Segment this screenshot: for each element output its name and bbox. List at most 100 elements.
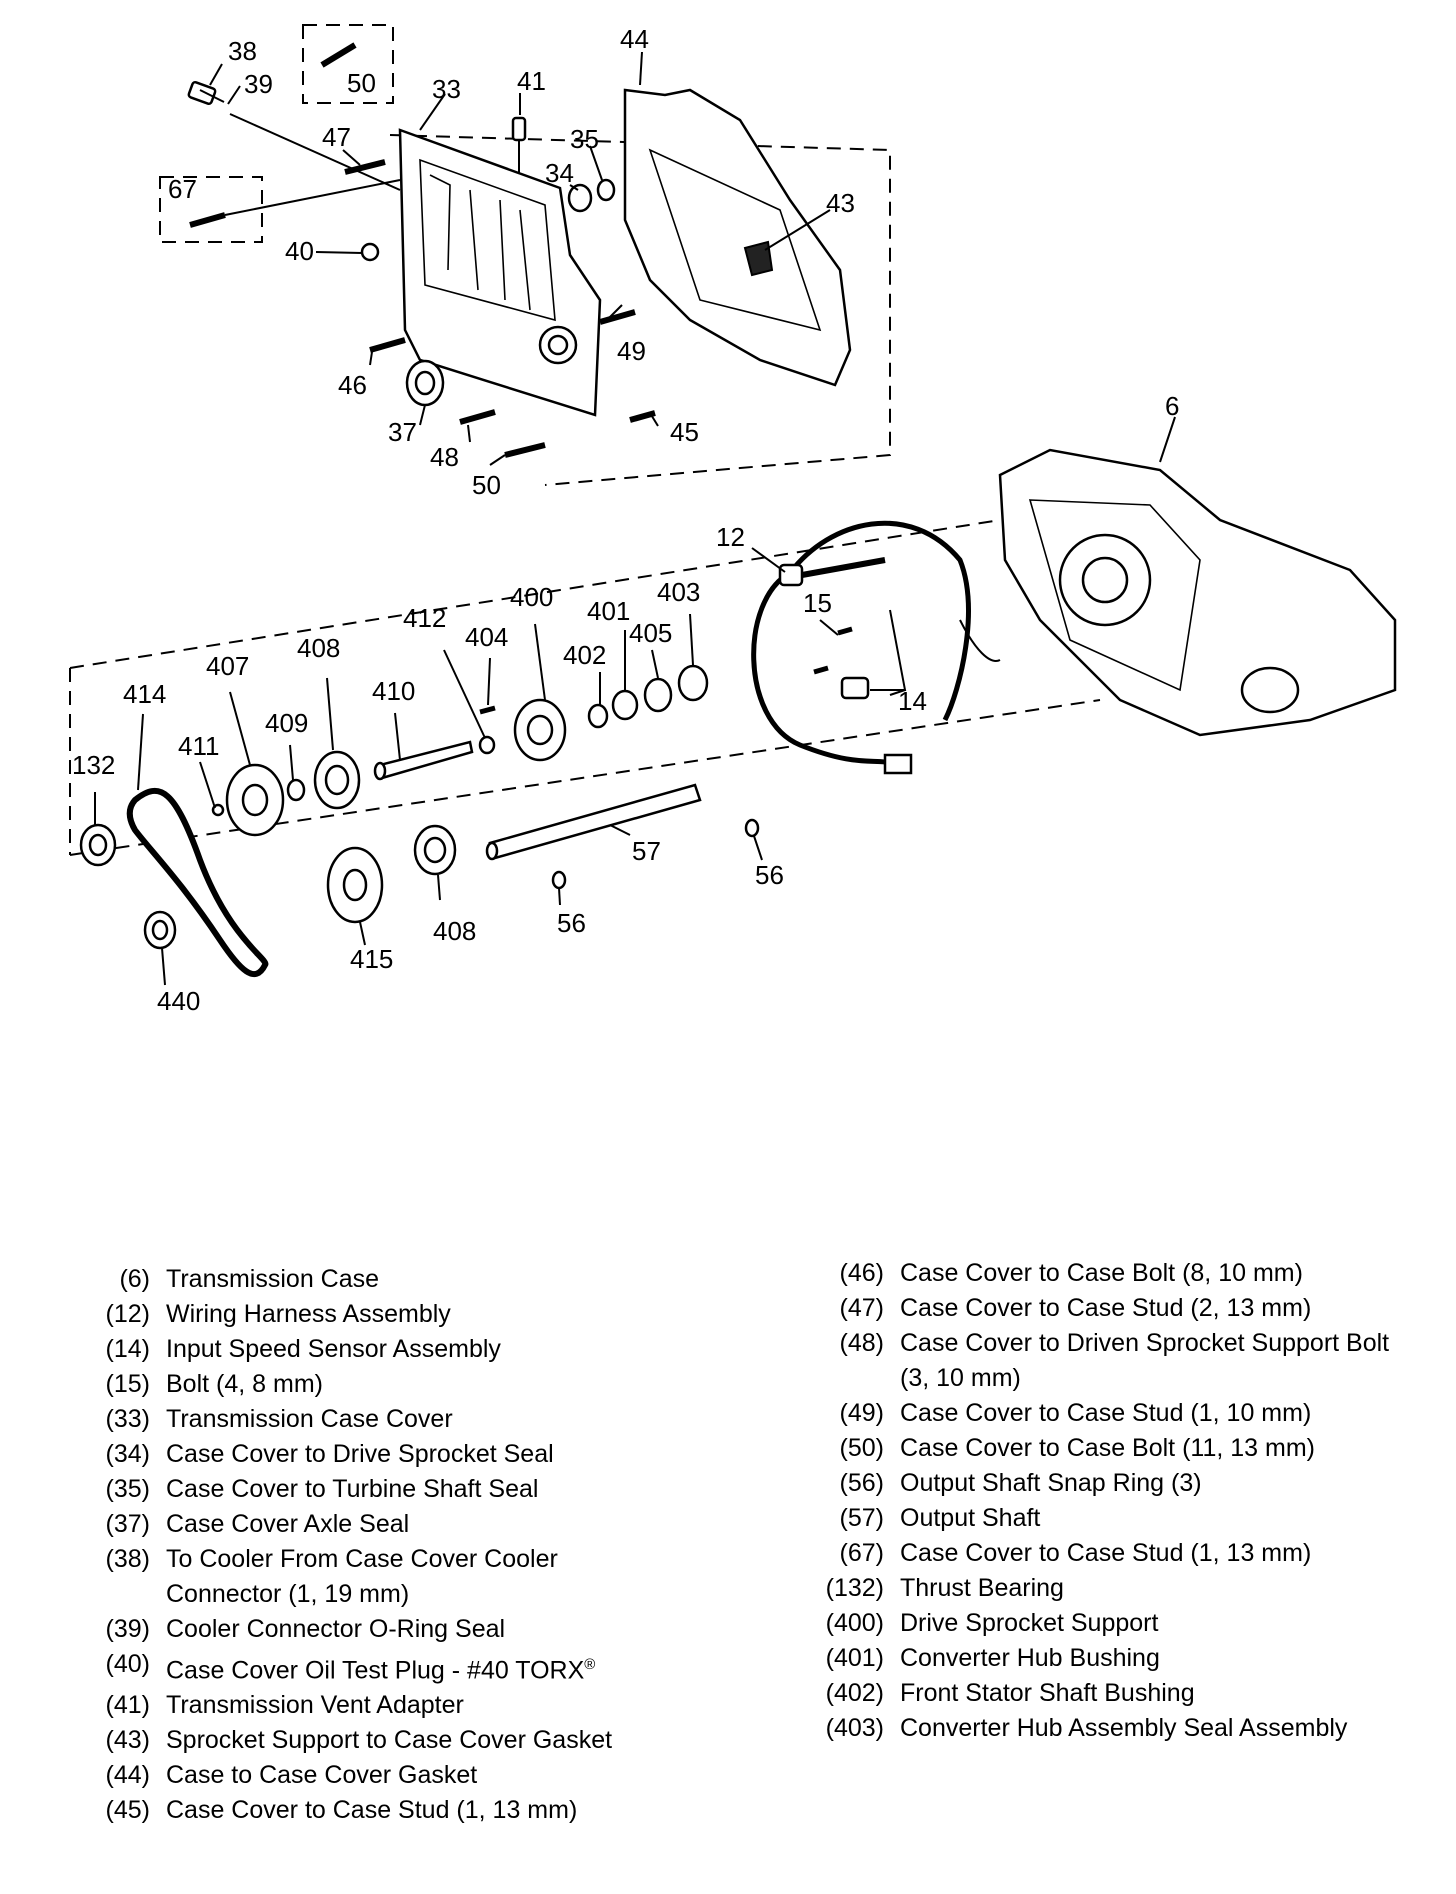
callout-14: 14: [898, 686, 927, 716]
callout-34: 34: [545, 158, 574, 188]
legend-item: (43)Sprocket Support to Case Cover Gaske…: [86, 1723, 726, 1758]
legend-item: (50) Case Cover to Case Bolt (11, 13 mm): [808, 1431, 1408, 1466]
legend-item: (401) Converter Hub Bushing: [808, 1641, 1408, 1676]
legend-number: (44): [105, 1761, 150, 1790]
callout-43: 43: [826, 188, 855, 218]
callout-40: 40: [285, 236, 314, 266]
legend-number: (35): [105, 1475, 150, 1503]
exploded-parts-diagram: 38 39 50 33 41 44 47 35 67 34 43 40 49 4…: [69, 24, 1397, 1016]
legend-number: (39): [105, 1615, 150, 1643]
callout-56-lower: 56: [557, 908, 586, 938]
callout-67: 67: [168, 174, 197, 204]
legend-number: (50): [839, 1434, 884, 1462]
bolt-50-part: [320, 42, 357, 68]
legend-text: Thrust Bearing: [900, 1574, 1064, 1602]
callout-440: 440: [157, 986, 200, 1016]
callout-38: 38: [228, 36, 257, 66]
legend-item: (6)Transmission Case: [86, 1262, 726, 1297]
registered-mark: ®: [584, 1656, 596, 1673]
legend-text: Cooler Connector O-Ring Seal: [166, 1615, 506, 1643]
legend-text: Converter Hub Bushing: [900, 1644, 1160, 1672]
callout-44: 44: [620, 24, 649, 54]
legend-number: (37): [105, 1510, 150, 1538]
legend-item: (403)Converter Hub Assembly Seal Assembl…: [808, 1711, 1408, 1746]
callout-50-top: 50: [347, 68, 376, 98]
callout-56-right: 56: [755, 860, 784, 890]
callout-47: 47: [322, 122, 351, 152]
axle-seal-part: [405, 359, 445, 407]
legend-number: (400): [825, 1609, 884, 1637]
case-gasket-part: [623, 88, 852, 387]
legend-item: (49)Case Cover to Case Stud (1, 10 mm): [808, 1396, 1408, 1431]
callout-35: 35: [570, 124, 599, 154]
legend-item: (45)Case Cover to Case Stud (1, 13 mm): [86, 1793, 726, 1828]
callout-405: 405: [629, 618, 672, 648]
legend-number: (45): [105, 1796, 150, 1825]
callout-6: 6: [1165, 391, 1179, 421]
legend-text-main: Case Cover Oil Test Plug - #40 TORX: [166, 1656, 585, 1685]
legend-item: (34)Case Cover to Drive Sprocket Seal: [86, 1437, 726, 1472]
legend-text: Drive Sprocket Support: [900, 1609, 1159, 1637]
legend-item: (37)Case Cover Axle Seal: [86, 1507, 726, 1542]
turbine-shaft-part: [373, 740, 474, 781]
callout-414: 414: [123, 679, 166, 709]
legend-number: (33): [105, 1405, 150, 1433]
legend-item: (40)Case Cover Oil Test Plug - #40 TORX®: [86, 1647, 726, 1688]
legend-item: (48)Case Cover to Driven Sprocket Suppor…: [808, 1326, 1408, 1396]
thrust-bearing-part: [79, 823, 177, 950]
callout-404: 404: [465, 622, 508, 652]
legend-number: (402): [825, 1679, 884, 1707]
legend-item: (38)To Cooler From Case Cover Cooler Con…: [86, 1542, 726, 1612]
legend-text: Case Cover to Case Bolt (11, 13 mm): [900, 1434, 1315, 1462]
legend-number: (67): [839, 1539, 884, 1567]
callout-33: 33: [432, 74, 461, 104]
legend-number: (15): [105, 1370, 150, 1398]
legend-text: Case Cover to Driven Sprocket Support Bo…: [900, 1329, 1390, 1392]
legend-text: Transmission Case Cover: [166, 1405, 453, 1433]
callout-132: 132: [72, 750, 115, 780]
legend-text: Case Cover Oil Test Plug - #40 TORX®: [150, 1647, 595, 1688]
legend-item: (33) Transmission Case Cover: [86, 1402, 726, 1437]
driven-sprocket-upper-part: [211, 750, 361, 837]
legend-item: (46) Case Cover to Case Bolt (8, 10 mm): [808, 1256, 1408, 1291]
legend-text: Bolt (4, 8 mm): [166, 1370, 323, 1398]
legend-item: (39) Cooler Connector O-Ring Seal: [86, 1612, 726, 1647]
bushing-rings-part: [478, 664, 709, 755]
stud-47-part: [344, 159, 386, 175]
stud-67-part: [189, 179, 401, 228]
legend-text: Case Cover to Case Bolt (8, 10 mm): [900, 1259, 1303, 1287]
legend-item: (35)Case Cover to Turbine Shaft Seal: [86, 1472, 726, 1507]
legend-number: (47): [839, 1294, 884, 1322]
legend-item: (67)Case Cover to Case Stud (1, 13 mm): [808, 1536, 1408, 1571]
callout-408-lower: 408: [433, 916, 476, 946]
callout-409: 409: [265, 708, 308, 738]
cooler-connector-part: [187, 80, 401, 191]
oil-test-plug-part: [360, 242, 380, 262]
legend-text: Case to Case Cover Gasket: [166, 1761, 478, 1790]
legend-number: (57): [839, 1504, 884, 1532]
callout-415: 415: [350, 944, 393, 974]
callout-46: 46: [338, 370, 367, 400]
callout-37: 37: [388, 417, 417, 447]
callout-12: 12: [716, 522, 745, 552]
legend-text: Transmission Vent Adapter: [166, 1691, 464, 1720]
legend-item: (14)Input Speed Sensor Assembly: [86, 1332, 726, 1367]
callout-403: 403: [657, 577, 700, 607]
legend-text: Case Cover to Case Stud (1, 10 mm): [900, 1399, 1312, 1427]
legend-item: (15) Bolt (4, 8 mm): [86, 1367, 726, 1402]
legend-item: (44) Case to Case Cover Gasket: [86, 1758, 726, 1793]
leader-lines: [94, 51, 1176, 986]
callout-50-bottom: 50: [472, 470, 501, 500]
legend-number: (401): [825, 1644, 884, 1672]
legend-text: Case Cover to Drive Sprocket Seal: [166, 1440, 554, 1468]
transmission-case-cover-part: [398, 128, 602, 417]
callout-49: 49: [617, 336, 646, 366]
legend-text: Output Shaft Snap Ring (3): [900, 1469, 1202, 1497]
legend-item: (56)Output Shaft Snap Ring (3): [808, 1466, 1408, 1501]
legend-item: (41)Transmission Vent Adapter: [86, 1688, 726, 1723]
legend-number: (403): [825, 1714, 884, 1742]
callout-412: 412: [403, 603, 446, 633]
legend-item: (57)Output Shaft: [808, 1501, 1408, 1536]
callout-15: 15: [803, 588, 832, 618]
legend-number: (46): [839, 1259, 884, 1287]
